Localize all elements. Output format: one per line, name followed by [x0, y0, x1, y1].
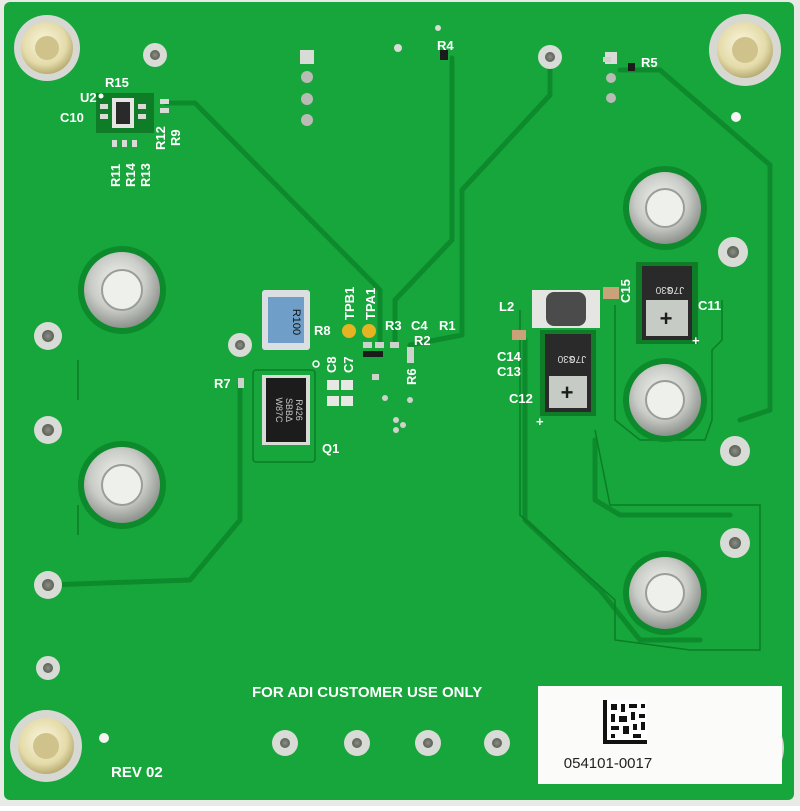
inductor-l2	[532, 290, 600, 328]
trace-pad-to-r1	[407, 52, 553, 348]
test-pad	[228, 333, 252, 357]
test-pad	[720, 436, 750, 466]
copper-outlines	[77, 300, 761, 651]
label-c8: C8	[324, 356, 339, 373]
label-c10: C10	[60, 110, 84, 125]
test-pad	[538, 45, 562, 69]
test-pad	[143, 43, 167, 67]
test-pad	[34, 416, 62, 444]
label-r6: R6	[404, 368, 419, 385]
test-pads	[34, 43, 750, 756]
trace-output-loop	[522, 337, 703, 643]
datamatrix-code	[603, 700, 647, 744]
trace-output-right	[592, 437, 733, 518]
label-c15: C15	[618, 279, 633, 303]
label-r12: R12	[153, 126, 168, 150]
label-r5: R5	[641, 55, 658, 70]
terminal-post-right-bottom	[623, 551, 707, 635]
serial-label: 054101-0017	[538, 686, 782, 784]
terminal-post-left-lower	[78, 441, 166, 529]
standoff-bottom-left	[10, 710, 82, 782]
mounting-dot	[99, 733, 109, 743]
capacitor-c12: + 330 J76	[540, 330, 596, 416]
test-pad	[720, 528, 750, 558]
mounting-dot	[731, 112, 741, 122]
c12-code: J76	[570, 353, 587, 364]
test-pad	[36, 656, 60, 680]
q1-outline	[252, 369, 316, 463]
terminal-post-right-middle	[623, 358, 707, 442]
controller-ic-cluster	[96, 93, 169, 147]
label-r13: R13	[138, 163, 153, 187]
label-c12: C12	[509, 391, 533, 406]
label-r15: R15	[105, 75, 129, 90]
standoff-top-right	[709, 14, 781, 86]
c11-code: J76	[668, 284, 685, 295]
test-pad	[344, 730, 370, 756]
c12-value: 330	[557, 353, 574, 364]
c12-plus-mark: +	[561, 380, 574, 405]
test-pad	[484, 730, 510, 756]
label-tpa1: TPA1	[363, 288, 378, 320]
q1-pin1-dot	[312, 360, 320, 368]
terminal-post-left-upper	[78, 246, 166, 334]
trace-q1-left	[45, 382, 243, 588]
capacitor-c15	[603, 287, 619, 299]
caps-c7-c8	[327, 380, 353, 406]
label-l2: L2	[499, 299, 514, 314]
trace-r5-right	[617, 67, 773, 423]
test-pad	[272, 730, 298, 756]
mosfet-marking-3: W87C	[274, 397, 284, 423]
label-r9: R9	[168, 129, 183, 146]
shunt-resistor-r8: R100	[262, 290, 310, 350]
test-pad	[718, 237, 748, 267]
mosfet-marking-1: R426	[294, 399, 304, 421]
label-r3: R3	[385, 318, 402, 333]
label-c13: C13	[497, 364, 521, 379]
test-pad	[34, 322, 62, 350]
label-r8: R8	[314, 323, 331, 338]
revision-label: REV 02	[111, 764, 163, 781]
pour-outline-lower	[519, 310, 761, 651]
small-resistor-cluster	[238, 50, 635, 433]
c11-plus-mark: +	[660, 306, 673, 331]
c11-polarity-label: +	[692, 333, 700, 348]
c12-polarity-label: +	[536, 414, 544, 429]
silkscreen: FOR ADI CUSTOMER USE ONLY REV 02 U2 R15 …	[60, 38, 721, 781]
c11-value: 330	[655, 284, 672, 295]
label-r7: R7	[214, 376, 231, 391]
label-r11: R11	[108, 164, 123, 187]
shunt-marking: R100	[290, 309, 302, 335]
header-pins-center	[300, 25, 441, 126]
solder-mask	[4, 2, 794, 800]
test-pad	[415, 730, 441, 756]
label-tpb1: TPB1	[342, 287, 357, 320]
label-c14: C14	[497, 349, 522, 364]
mosfet-marking-2: SBBΔ	[284, 398, 294, 422]
label-r1: R1	[439, 318, 456, 333]
serial-number: 054101-0017	[564, 755, 652, 772]
label-c7: C7	[341, 356, 356, 373]
label-c4: C4	[411, 318, 428, 333]
capacitors-c13-c14	[512, 330, 526, 340]
capacitor-c11: + 330 J76	[636, 262, 698, 344]
test-pad	[34, 571, 62, 599]
label-q1: Q1	[322, 441, 339, 456]
label-r14: R14	[123, 162, 138, 187]
terminal-post-right-top	[623, 166, 707, 250]
label-r4: R4	[437, 38, 454, 53]
label-c11: C11	[698, 298, 721, 313]
test-points-tp	[342, 324, 376, 338]
label-u2: U2	[80, 90, 97, 105]
trace-r4-to-r3	[392, 55, 455, 348]
label-r2: R2	[414, 333, 431, 348]
pour-outline-upper	[614, 300, 723, 441]
footer-notice: FOR ADI CUSTOMER USE ONLY	[252, 684, 482, 701]
mosfet-q1: R426 SBBΔ W87C	[262, 375, 310, 445]
standoff-top-left	[14, 15, 80, 81]
trace-u2-to-r3	[163, 100, 383, 348]
copper-traces	[45, 52, 773, 643]
